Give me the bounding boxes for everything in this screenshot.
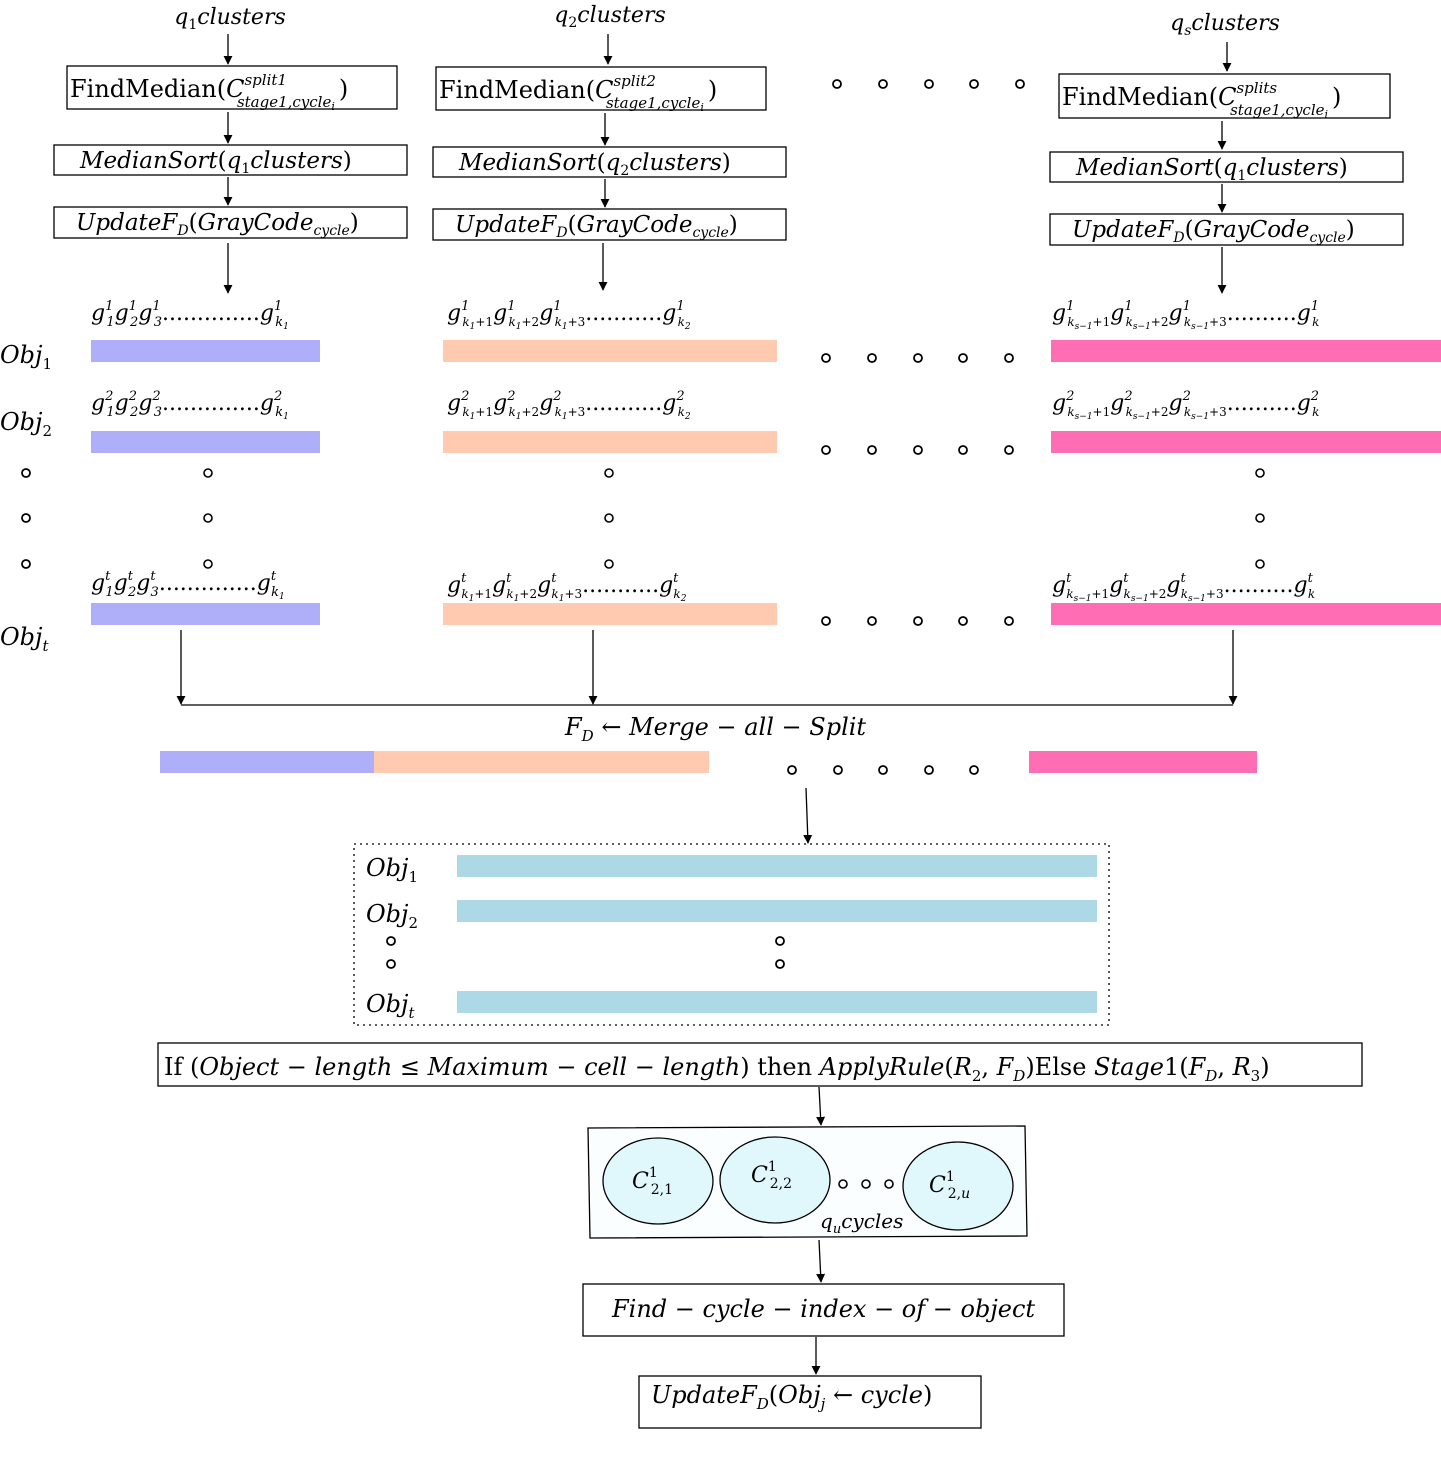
update-box-1	[53, 206, 408, 239]
cycles-caption: qucycles	[820, 1209, 903, 1237]
median-sort-box-1	[53, 144, 408, 176]
condition-text: If (Object − length ≤ Maximum − cell − l…	[164, 1053, 1270, 1085]
cluster-label-s: qsclusters	[1170, 11, 1280, 39]
color-bar-s-obj2	[1051, 431, 1441, 453]
update-box-2	[432, 208, 787, 241]
merged-obj-label-1: Obj1	[366, 854, 418, 886]
merged-obj-label-t: Objt	[366, 990, 415, 1022]
color-bar-1-obj1	[91, 340, 320, 362]
color-bar-s-objt	[1051, 603, 1441, 625]
cluster-label-2: q2clusters	[554, 3, 666, 31]
merged-bar-s	[1029, 751, 1257, 773]
color-bar-2-obj1	[443, 340, 777, 362]
obj-label-2: Obj2	[0, 408, 52, 440]
median-sort-box-2	[432, 146, 787, 178]
merged-obj-label-2: Obj2	[366, 900, 418, 932]
update-text-s: UpdateFD(GrayCodecycle)	[1072, 217, 1355, 246]
final-update-box	[638, 1375, 982, 1429]
merged-bar-2	[374, 751, 709, 773]
median-sort-text-1: MedianSort(q1clusters)	[79, 148, 352, 177]
condition-box	[157, 1042, 1363, 1087]
merge-label: FD ← Merge − all − Split	[564, 713, 866, 745]
merged-dots	[787, 765, 979, 775]
update-text-2: UpdateFD(GrayCodecycle)	[455, 212, 738, 241]
cycle-ellipse-1	[602, 1137, 714, 1225]
merged-row-2	[457, 900, 1097, 922]
merged-row-t	[457, 991, 1097, 1013]
cycle-ellipse-u	[902, 1141, 1014, 1231]
find-cycle-text: Find − cycle − index − of − object	[611, 1295, 1035, 1323]
find-cycle-box	[582, 1283, 1065, 1337]
find-median-box-1	[66, 65, 398, 110]
color-bar-s-obj1	[1051, 340, 1441, 362]
merged-row-1	[457, 855, 1097, 877]
color-bar-1-objt	[91, 603, 320, 625]
color-bar-2-objt	[443, 603, 777, 625]
ellipsis-dots	[21, 79, 1025, 626]
obj-label-t: Objt	[0, 623, 49, 655]
obj-label-1: Obj1	[0, 341, 52, 373]
color-bar-1-obj2	[91, 431, 320, 453]
merged-bar-1	[160, 751, 375, 773]
cycle-ellipse-2	[719, 1136, 831, 1224]
find-median-box-2	[435, 66, 767, 111]
final-update-text: UpdateFD(Objj ← cycle)	[651, 1381, 932, 1413]
median-sort-text-2: MedianSort(q2clusters)	[458, 150, 731, 179]
median-sort-box-s	[1049, 151, 1404, 183]
update-box-s	[1049, 213, 1404, 246]
find-median-box-s	[1058, 73, 1391, 119]
update-text-1: UpdateFD(GrayCodecycle)	[76, 210, 359, 239]
cluster-label-1: q1clusters	[174, 5, 286, 33]
median-sort-text-s: MedianSort(q1clusters)	[1075, 155, 1348, 184]
color-bar-2-obj2	[443, 431, 777, 453]
